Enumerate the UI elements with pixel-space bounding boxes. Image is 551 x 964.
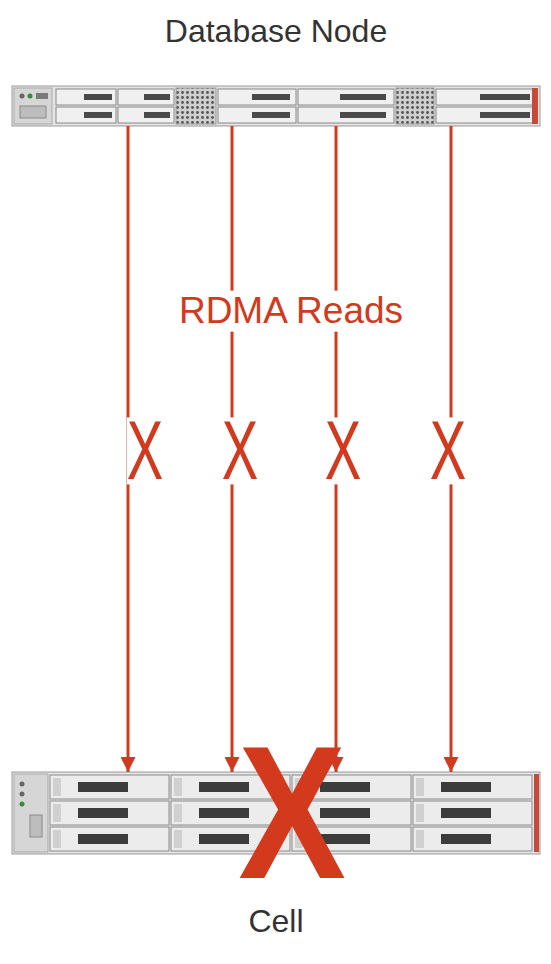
cell-failure-mark: X <box>238 736 346 888</box>
failure-mark: X <box>430 417 466 484</box>
server-node: Database Node <box>12 12 540 126</box>
failure-mark: X <box>325 417 361 484</box>
node-heading: Cell <box>248 902 303 940</box>
database-server <box>12 86 540 126</box>
node-heading: Database Node <box>165 12 387 50</box>
protocol-label: RDMA Reads <box>176 291 406 332</box>
chassis-area <box>12 86 540 126</box>
failure-mark: X <box>127 417 163 484</box>
failure-mark: X <box>222 417 258 484</box>
